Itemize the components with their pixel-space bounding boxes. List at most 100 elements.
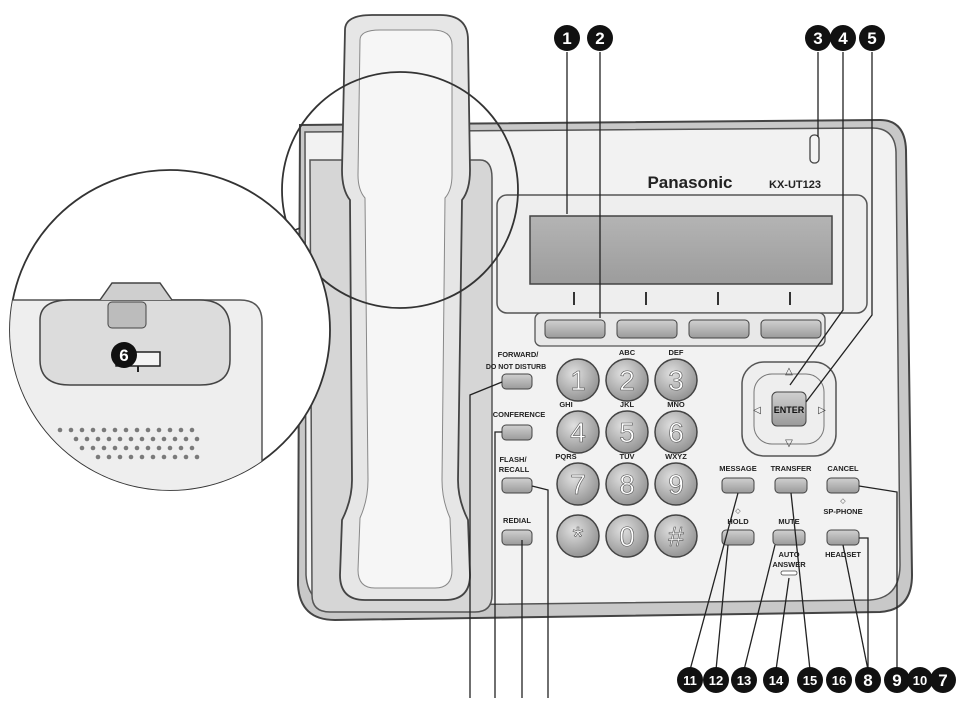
message-button-group: MESSAGE [719, 464, 757, 494]
callout-badge [830, 25, 856, 51]
grille-hole [117, 454, 123, 460]
transfer-button-group: TRANSFER [771, 464, 812, 494]
sp-phone-indicator-icon: ◇ [840, 498, 846, 505]
callout-number: 12 [709, 673, 723, 688]
grille-hole [112, 427, 118, 433]
grille-hole [161, 436, 167, 442]
grille-hole [194, 436, 200, 442]
grille-hole [161, 454, 167, 460]
key-7[interactable] [556, 462, 600, 506]
soft-key-a[interactable] [544, 319, 606, 339]
grille-hole [145, 445, 151, 451]
callout-badge [859, 25, 885, 51]
key-letters: WXYZ [665, 452, 687, 461]
key-letters: JKL [620, 400, 635, 409]
callout-number: 11 [683, 673, 697, 688]
key-2[interactable] [605, 358, 649, 402]
grille-hole [84, 436, 90, 442]
grille-hole [95, 436, 101, 442]
key-1[interactable] [556, 358, 600, 402]
model-label: KX-UT123 [769, 179, 821, 191]
arrow-right-icon[interactable]: ▷ [818, 405, 826, 416]
key-star[interactable] [556, 514, 600, 558]
speaker-holes [57, 427, 200, 460]
transfer-button[interactable] [774, 477, 808, 494]
key-8[interactable] [605, 462, 649, 506]
cancel-button[interactable] [826, 477, 860, 494]
grille-hole [128, 454, 134, 460]
forward-button[interactable] [501, 373, 533, 390]
key-digit: 6 [668, 417, 684, 448]
grille-hole [145, 427, 151, 433]
auto-answer-label-1: AUTO [778, 550, 799, 559]
callout-number: 4 [838, 29, 848, 48]
soft-key-ticks [573, 292, 791, 305]
conference-button[interactable] [501, 424, 533, 441]
callout-number: 8 [863, 671, 872, 690]
key-letters: ABC [619, 348, 636, 357]
forward-button-group: FORWARD/ DO NOT DISTURB [486, 350, 546, 390]
key-0[interactable] [605, 514, 649, 558]
key-9[interactable] [654, 462, 698, 506]
grille-hole [101, 445, 107, 451]
hold-button[interactable] [721, 529, 755, 546]
arrow-down-icon[interactable]: ▽ [785, 438, 793, 449]
grille-hole [189, 427, 195, 433]
callout-number: 7 [938, 671, 947, 690]
key-6[interactable] [654, 410, 698, 454]
zoom-circle-hook [281, 71, 519, 309]
key-digit: 7 [570, 469, 586, 500]
key-digit: # [668, 521, 684, 552]
grille-hole [90, 445, 96, 451]
grille-hole [167, 427, 173, 433]
handset-inner [357, 29, 453, 589]
hold-label: HOLD [727, 517, 749, 526]
soft-key-c[interactable] [688, 319, 750, 339]
sp-phone-button[interactable] [826, 529, 860, 546]
redial-label: REDIAL [503, 516, 531, 525]
grille-hole [139, 436, 145, 442]
brand-label: Panasonic [647, 173, 732, 192]
key-5[interactable] [605, 410, 649, 454]
callout-badge [826, 667, 852, 693]
message-button[interactable] [721, 477, 755, 494]
key-digit: 9 [668, 469, 684, 500]
callout-number: 13 [737, 673, 751, 688]
cancel-label: CANCEL [827, 464, 859, 473]
arrow-left-icon[interactable]: ◁ [753, 405, 761, 416]
redial-button[interactable] [501, 529, 533, 546]
headset-label: HEADSET [825, 550, 861, 559]
callout-number: 14 [769, 673, 784, 688]
grille-hole [128, 436, 134, 442]
hook-detail [9, 169, 331, 491]
grille-hole [134, 427, 140, 433]
key-digit: 4 [570, 417, 586, 448]
callout-number: 3 [813, 29, 822, 48]
key-letters: DEF [669, 348, 684, 357]
grille-hole [95, 454, 101, 460]
key-hash[interactable] [654, 514, 698, 558]
grille-hole [178, 445, 184, 451]
grille-hole [106, 454, 112, 460]
soft-key-d[interactable] [760, 319, 822, 339]
callout-badge [805, 25, 831, 51]
callout-number: 5 [867, 29, 876, 48]
enter-button[interactable] [771, 391, 807, 427]
callout-number: 16 [832, 673, 846, 688]
mute-button[interactable] [772, 529, 806, 546]
redial-button-group: REDIAL [501, 516, 533, 546]
key-3[interactable] [654, 358, 698, 402]
flash-button[interactable] [501, 477, 533, 494]
grille-hole [178, 427, 184, 433]
arrow-up-icon[interactable]: △ [785, 366, 793, 377]
forward-label-2: DO NOT DISTURB [486, 364, 546, 371]
grille-hole [150, 454, 156, 460]
grille-hole [156, 427, 162, 433]
soft-key-b[interactable] [616, 319, 678, 339]
key-4[interactable] [556, 410, 600, 454]
grille-hole [172, 436, 178, 442]
